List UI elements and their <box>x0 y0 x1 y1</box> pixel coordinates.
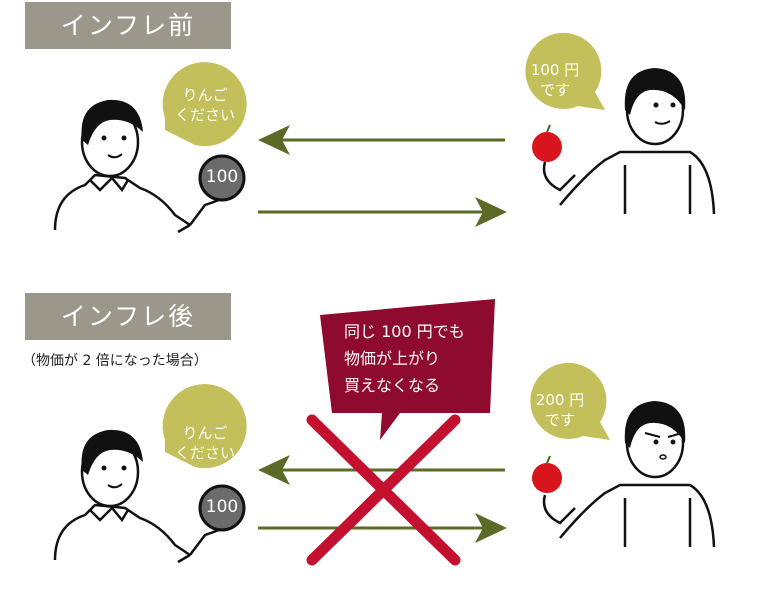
seller-speech-text: 100 円 です <box>520 60 590 100</box>
after-banner: インフレ後 <box>25 293 231 340</box>
bubble-line: りんご <box>182 86 228 104</box>
apple-icon <box>532 132 562 162</box>
warning-line: 物価が上がり <box>344 349 441 368</box>
arrow-left-apple <box>258 125 505 155</box>
seller-speech-text-after: 200 円 です <box>525 390 595 430</box>
arrow-right-money-after <box>258 513 507 543</box>
seller-speech-bubble-after <box>530 362 610 440</box>
warning-line: 同じ 100 円でも <box>344 322 465 341</box>
warning-line: 買えなくなる <box>344 376 441 395</box>
before-banner: インフレ前 <box>25 2 231 49</box>
bubble-line: ください <box>174 444 235 462</box>
buyer-speech-text: りんご ください <box>170 85 240 125</box>
after-subtitle: （物価が 2 倍になった場合） <box>22 353 208 369</box>
arrow-left-apple-after <box>258 455 505 485</box>
cross-mark <box>306 414 461 566</box>
warning-text: 同じ 100 円でも 物価が上がり 買えなくなる <box>330 318 504 399</box>
bubble-line: です <box>539 81 570 99</box>
coin-label-after: 100 <box>205 497 239 517</box>
warning-callout <box>320 299 495 440</box>
bubble-line: 200 円 <box>535 391 585 409</box>
bubble-line: 100 円 <box>530 61 580 79</box>
seller-speech-bubble <box>525 32 605 110</box>
coin-icon <box>198 154 246 202</box>
arrow-right-money <box>258 197 507 227</box>
bubble-line: です <box>544 411 575 429</box>
bubble-line: りんご <box>182 424 228 442</box>
bubble-line: ください <box>174 106 235 124</box>
buyer-speech-text-after: りんご ください <box>170 423 240 463</box>
buyer-speech-bubble <box>162 62 247 147</box>
coin-label: 100 <box>205 167 239 187</box>
